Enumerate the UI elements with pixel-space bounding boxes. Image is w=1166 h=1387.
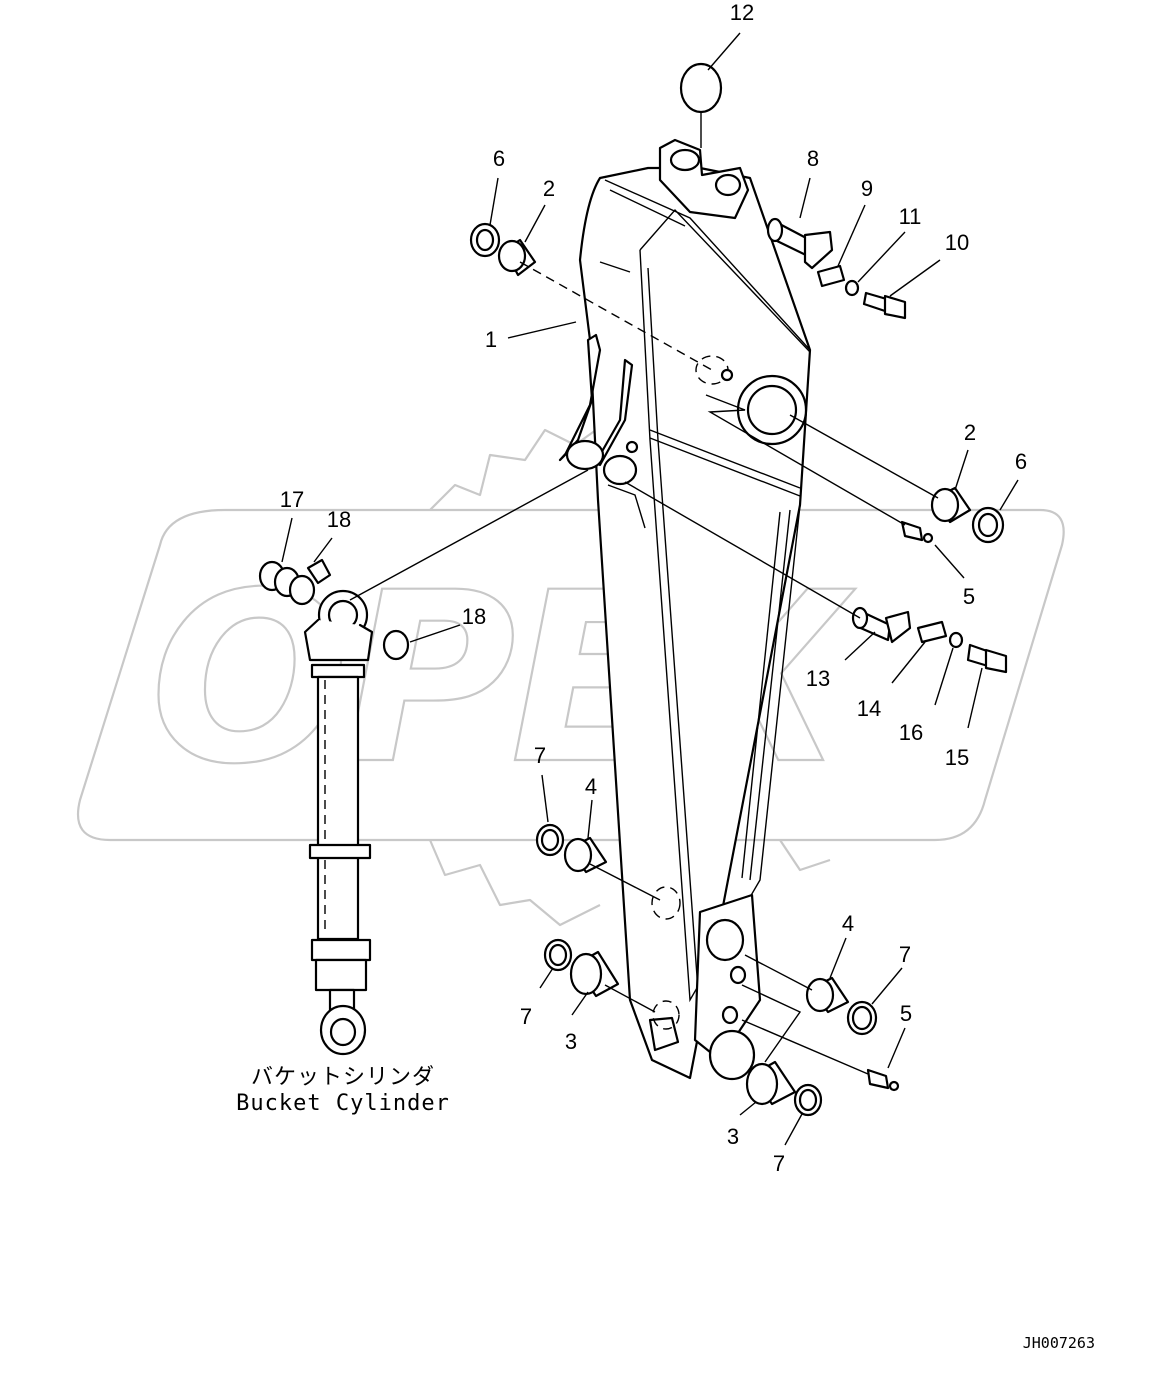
caption-english: Bucket Cylinder bbox=[236, 1091, 450, 1116]
callout-7-c: 7 bbox=[520, 1004, 532, 1029]
callout-6-right: 6 bbox=[1015, 449, 1027, 474]
callout-4-b: 4 bbox=[842, 911, 854, 936]
part-bushing-3-a bbox=[569, 950, 620, 998]
callout-12: 12 bbox=[730, 0, 754, 25]
callout-18-lower: 18 bbox=[462, 604, 486, 629]
part-seal-7-b bbox=[543, 938, 573, 972]
caption-japanese: バケットシリンダ bbox=[251, 1065, 435, 1090]
leader-lines bbox=[281, 32, 1019, 1146]
part-washer-11 bbox=[844, 279, 860, 297]
part-lock-plate-14 bbox=[916, 620, 948, 644]
callout-9: 9 bbox=[861, 176, 873, 201]
callout-5-lower: 5 bbox=[900, 1001, 912, 1026]
part-shim-18-upper bbox=[306, 558, 332, 585]
callout-17: 17 bbox=[280, 487, 304, 512]
callout-16: 16 bbox=[899, 720, 923, 745]
part-shims-17 bbox=[258, 560, 316, 606]
part-pin-13 bbox=[851, 606, 912, 644]
callout-6-upper: 6 bbox=[493, 146, 505, 171]
assembly-lines bbox=[349, 261, 939, 1075]
part-seal-6-upper bbox=[469, 222, 501, 258]
callout-4-a: 4 bbox=[585, 774, 597, 799]
part-bolt-10 bbox=[862, 291, 907, 320]
part-grease-fitting-5-lower bbox=[866, 1068, 900, 1092]
part-grease-fitting-5-upper bbox=[900, 520, 934, 544]
callout-1: 1 bbox=[485, 327, 497, 352]
drawing-code: JH007263 bbox=[1023, 1334, 1095, 1352]
bucket-cylinder bbox=[303, 589, 374, 1056]
part-washer-16 bbox=[948, 631, 964, 649]
callout-3-a: 3 bbox=[565, 1029, 577, 1054]
part-bushing-2-right bbox=[930, 486, 972, 524]
part-seal-7-c bbox=[846, 1000, 878, 1036]
callout-8: 8 bbox=[807, 146, 819, 171]
part-bushing-4-a bbox=[563, 836, 608, 874]
callout-10: 10 bbox=[945, 230, 969, 255]
part-seal-7-a bbox=[535, 823, 565, 857]
part-bolt-15 bbox=[966, 643, 1008, 674]
callout-18-upper: 18 bbox=[327, 507, 351, 532]
part-pin-8 bbox=[766, 217, 834, 270]
part-lock-plate-9 bbox=[816, 264, 846, 288]
callout-7-a: 7 bbox=[534, 743, 546, 768]
part-bushing-3-b bbox=[745, 1060, 797, 1106]
callout-11: 11 bbox=[899, 204, 922, 229]
part-seal-7-d bbox=[793, 1083, 823, 1117]
callout-7-b: 7 bbox=[899, 942, 911, 967]
part-shim-12 bbox=[679, 62, 723, 114]
arm-assembly bbox=[558, 138, 812, 1081]
callout-14: 14 bbox=[857, 696, 881, 721]
part-bushing-4-b bbox=[805, 976, 850, 1014]
part-shim-18-lower bbox=[382, 629, 410, 661]
callout-numbers: 12 6 2 8 9 11 10 1 2 6 5 17 18 18 13 14 … bbox=[280, 0, 1027, 1176]
callout-13: 13 bbox=[806, 666, 830, 691]
callout-15: 15 bbox=[945, 745, 969, 770]
callout-7-d: 7 bbox=[773, 1151, 785, 1176]
callout-2-upper: 2 bbox=[543, 176, 555, 201]
part-bushing-2-upper bbox=[497, 238, 537, 277]
callout-2-right: 2 bbox=[964, 420, 976, 445]
callout-5-upper: 5 bbox=[963, 584, 975, 609]
part-seal-6-right bbox=[971, 506, 1005, 544]
callout-3-b: 3 bbox=[727, 1124, 739, 1149]
